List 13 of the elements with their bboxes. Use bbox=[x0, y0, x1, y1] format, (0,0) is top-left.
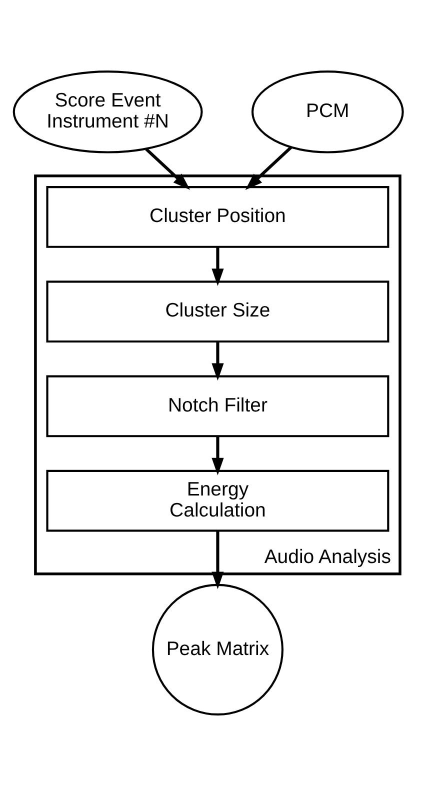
node-box: Cluster Size bbox=[46, 280, 390, 343]
arrow bbox=[212, 436, 224, 476]
node-box: Energy Calculation bbox=[46, 470, 390, 532]
node-ellipse: PCM bbox=[251, 70, 404, 154]
arrow bbox=[212, 342, 224, 381]
arrow bbox=[245, 146, 292, 190]
arrow bbox=[145, 148, 190, 190]
arrow bbox=[212, 531, 224, 590]
arrow bbox=[212, 246, 224, 286]
node-ellipse: Score Event Instrument #N bbox=[12, 70, 203, 154]
node-circle: Peak Matrix bbox=[152, 584, 284, 716]
node-box: Notch Filter bbox=[46, 375, 390, 438]
node-box: Cluster Position bbox=[46, 186, 390, 248]
